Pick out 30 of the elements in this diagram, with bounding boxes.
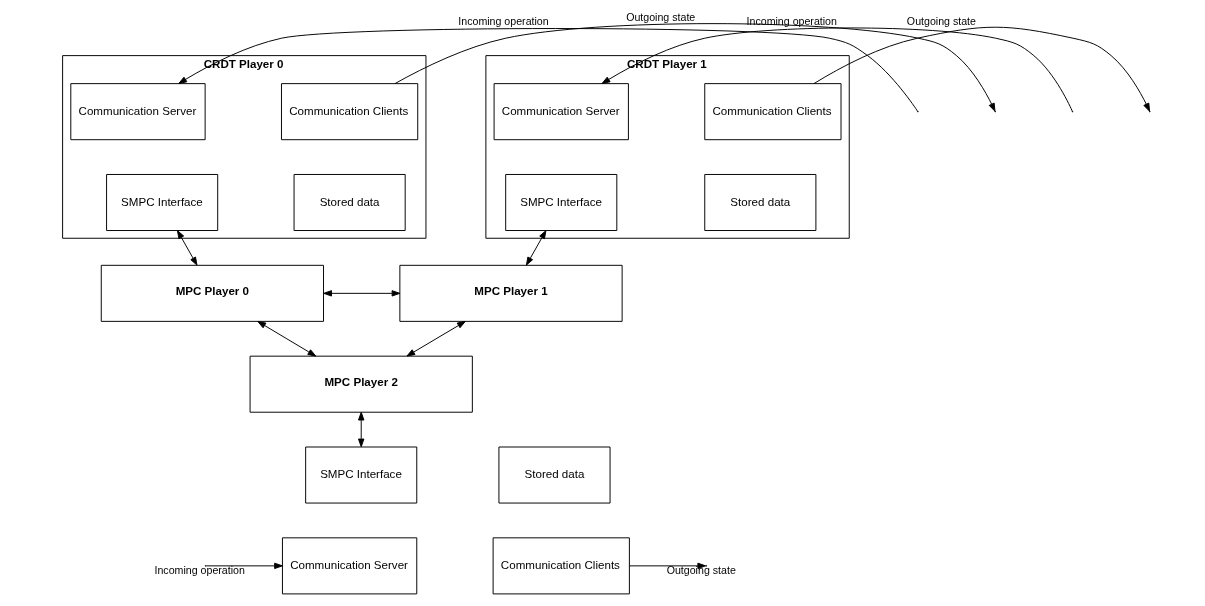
edge-label: Outgoing state: [626, 10, 696, 23]
node-box: MPC Player 2: [249, 355, 473, 413]
arrow: [178, 28, 919, 112]
arrow: [205, 562, 283, 570]
edge-label: Outgoing state: [906, 15, 976, 28]
node-box: Communication Clients: [704, 83, 842, 141]
node-box: SMPC Interface: [106, 174, 219, 231]
node-box: Stored data: [498, 446, 611, 504]
node-box: SMPC Interface: [505, 174, 618, 231]
node-box: MPC Player 1: [399, 264, 623, 322]
node-box: Communication Clients: [492, 537, 630, 595]
node-box: Communication Clients: [281, 83, 419, 141]
node-box: Communication Server: [281, 537, 418, 595]
arrow: [406, 321, 466, 357]
arrow: [257, 321, 317, 357]
node-box: MPC Player 0: [100, 264, 324, 322]
edge-label: Incoming operation: [154, 564, 245, 577]
edge-label: Outgoing state: [666, 564, 736, 577]
node-box: Stored data: [293, 174, 406, 231]
edge-label: Incoming operation: [458, 15, 549, 28]
node-box: Communication Server: [493, 83, 629, 141]
arrow: [323, 290, 401, 297]
node-box: SMPC Interface: [305, 446, 418, 504]
arrow: [358, 411, 365, 448]
arrow: [629, 562, 707, 570]
node-box: Stored data: [704, 174, 817, 231]
node-box: Communication Server: [70, 83, 206, 141]
arrow: [525, 230, 547, 266]
arrow: [177, 230, 198, 266]
edge-label: Incoming operation: [746, 14, 837, 27]
